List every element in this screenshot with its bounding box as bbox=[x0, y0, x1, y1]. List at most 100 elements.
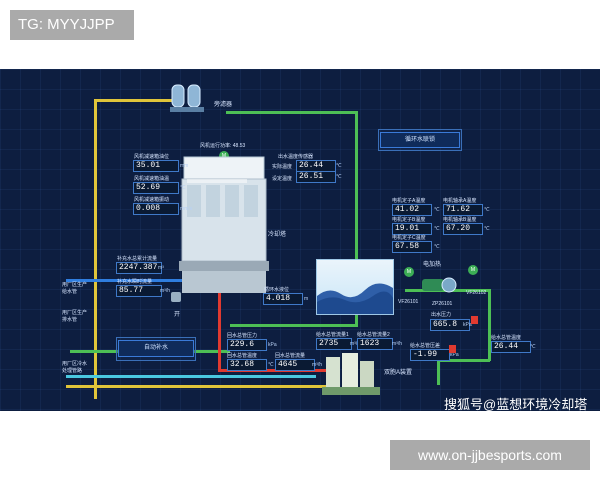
makeup-inst-unit: m³/h bbox=[160, 288, 170, 294]
tank-unit: m bbox=[304, 296, 309, 302]
bypass-filter-label: 旁滤器 bbox=[214, 102, 233, 108]
makeup-valve[interactable] bbox=[171, 292, 181, 302]
supply-dp-unit: kPa bbox=[450, 352, 459, 358]
tank-label: 循环水液位 bbox=[264, 287, 290, 293]
makeup-total-value: 2247.387 bbox=[116, 262, 162, 274]
return-t-unit: ℃ bbox=[268, 362, 274, 368]
motor-m1-unit: ℃ bbox=[434, 207, 440, 213]
pipe-yellow-top bbox=[94, 99, 184, 102]
supply-alarm bbox=[449, 345, 456, 353]
pipe-red-vertical bbox=[218, 259, 221, 371]
dual-a-device-image bbox=[322, 349, 380, 395]
circulation-link-button[interactable]: 循环水联锁 bbox=[380, 132, 460, 148]
return-t-value: 32.68 bbox=[227, 359, 267, 371]
tower-r3-value: 0.008 bbox=[133, 203, 179, 215]
pipe-cyan-bottom bbox=[66, 375, 316, 378]
outlet-a-unit: ℃ bbox=[336, 163, 342, 169]
supply-t-unit: ℃ bbox=[530, 344, 536, 350]
return-f-label: 回水总管流量 bbox=[275, 353, 306, 359]
cooling-tower-image bbox=[179, 151, 269, 323]
supply-t-value: 26.44 bbox=[491, 341, 531, 353]
building-icon bbox=[322, 353, 380, 395]
makeup-inst-value: 85.77 bbox=[116, 285, 162, 297]
pump-v1-label: VF26101 bbox=[398, 299, 419, 305]
motor-m1-label: 电机定子A温度 bbox=[392, 198, 426, 204]
tower-r1-label: 风机减速箱油位 bbox=[134, 154, 170, 160]
tower-r2-label: 风机减速箱油温 bbox=[134, 176, 170, 182]
motor-m2-value: 19.01 bbox=[392, 223, 432, 235]
supply-dp-label: 给水总管压差 bbox=[410, 343, 441, 349]
pump-indicator-2[interactable]: M bbox=[468, 265, 478, 275]
return-p-label: 回水总管压力 bbox=[227, 333, 258, 339]
return-f-value: 4645 bbox=[275, 359, 315, 371]
motor-n2-label: 电机轴承B温度 bbox=[443, 217, 477, 223]
pipe-green-mid bbox=[230, 324, 358, 327]
tower-r3-unit: mm/s bbox=[180, 206, 193, 212]
supply-f2-value: 1623 bbox=[357, 338, 393, 350]
supply-f1-unit: m³/h bbox=[350, 341, 360, 347]
tower-r2-unit: ℃ bbox=[180, 185, 186, 191]
motor-m1-value: 41.02 bbox=[392, 204, 432, 216]
motor-n2-unit: ℃ bbox=[484, 226, 490, 232]
supply-f1-value: 2735 bbox=[316, 338, 352, 350]
return-t-label: 回水总管温度 bbox=[227, 353, 258, 359]
bypass-filter-image bbox=[170, 81, 206, 115]
pipe-green-top bbox=[226, 111, 356, 114]
left-label-3: 用厂区冷水 处理管路 bbox=[62, 361, 88, 374]
pump-indicator-1[interactable]: M bbox=[404, 267, 414, 277]
left-label-2: 用厂区生产 排水管 bbox=[62, 310, 88, 323]
grid-background bbox=[0, 69, 600, 411]
circulating-water-tank bbox=[316, 259, 394, 315]
tower-r2-value: 52.69 bbox=[133, 182, 179, 194]
supply-dp-value: -1.99 bbox=[410, 349, 450, 361]
pipe-green-pump-bottom bbox=[440, 359, 490, 362]
left-label-1: 用厂区生产 给水管 bbox=[62, 282, 88, 295]
makeup-open-label: 开 bbox=[174, 312, 181, 318]
water-wave-icon bbox=[317, 283, 393, 314]
motor-m2-label: 电机定子B温度 bbox=[392, 217, 426, 223]
tower-r3-label: 风机减速箱振动 bbox=[134, 197, 170, 203]
fan-motor-icon: M bbox=[219, 151, 229, 161]
outflow-unit: kPa bbox=[463, 322, 472, 328]
pipe-green-right-vertical bbox=[355, 111, 358, 326]
top-left-tag: TG: MYYJJPP bbox=[10, 10, 134, 40]
tank-value: 4.018 bbox=[263, 293, 303, 305]
outflow-label: 出水压力 bbox=[431, 312, 452, 318]
makeup-total-unit: m³ bbox=[158, 265, 164, 271]
motor-m3-value: 67.58 bbox=[392, 241, 432, 253]
cooling-tower-label: 冷却塔 bbox=[268, 232, 287, 238]
pump-v3-label: VF26102 bbox=[466, 290, 487, 296]
cooling-tower-icon bbox=[179, 156, 269, 293]
pipe-blue-makeup bbox=[66, 279, 216, 282]
motor-n2-value: 67.20 bbox=[443, 223, 483, 235]
pipe-green-to-device bbox=[437, 359, 440, 385]
motor-n1-value: 71.62 bbox=[443, 204, 483, 216]
pump-image bbox=[420, 275, 458, 295]
supply-f2-label: 给水总管流量2 bbox=[357, 332, 390, 338]
motor-m2-unit: ℃ bbox=[434, 226, 440, 232]
outlet-a-label: 实际温度 bbox=[272, 164, 293, 170]
makeup-inst-label: 补充水瞬时流量 bbox=[117, 279, 153, 285]
pipe-red-bottom bbox=[218, 369, 328, 372]
auto-makeup-button[interactable]: 自动补水 bbox=[118, 340, 194, 357]
pump-icon bbox=[422, 277, 457, 293]
return-p-unit: kPa bbox=[268, 342, 277, 348]
watermark-text: 搜狐号@蓝想环境冷却塔 bbox=[444, 397, 588, 411]
outlet-b-label: 设定温度 bbox=[272, 176, 293, 182]
return-f-unit: m³/h bbox=[312, 362, 322, 368]
site-url-tag[interactable]: www.on-jjbesports.com bbox=[390, 440, 590, 470]
outlet-b-unit: ℃ bbox=[336, 174, 342, 180]
tower-r1-unit: mm bbox=[180, 163, 189, 169]
motor-m3-label: 电机定子C温度 bbox=[392, 235, 426, 241]
outlet-title: 出水温度传感器 bbox=[278, 154, 314, 160]
makeup-total-label: 补充水总累计流量 bbox=[117, 256, 158, 262]
dual-a-device-label: 双胞A装置 bbox=[384, 370, 413, 376]
outlet-b-value: 26.51 bbox=[296, 171, 336, 183]
filter-icon bbox=[170, 84, 204, 112]
supply-f2-unit: m³/h bbox=[392, 341, 402, 347]
pump-v2-label: ZP26101 bbox=[432, 301, 453, 307]
return-p-value: 229.6 bbox=[227, 339, 267, 351]
pipe-yellow-vertical bbox=[94, 99, 97, 399]
motor-m3-unit: ℃ bbox=[434, 244, 440, 250]
supply-t-label: 给水总管温度 bbox=[491, 335, 522, 341]
